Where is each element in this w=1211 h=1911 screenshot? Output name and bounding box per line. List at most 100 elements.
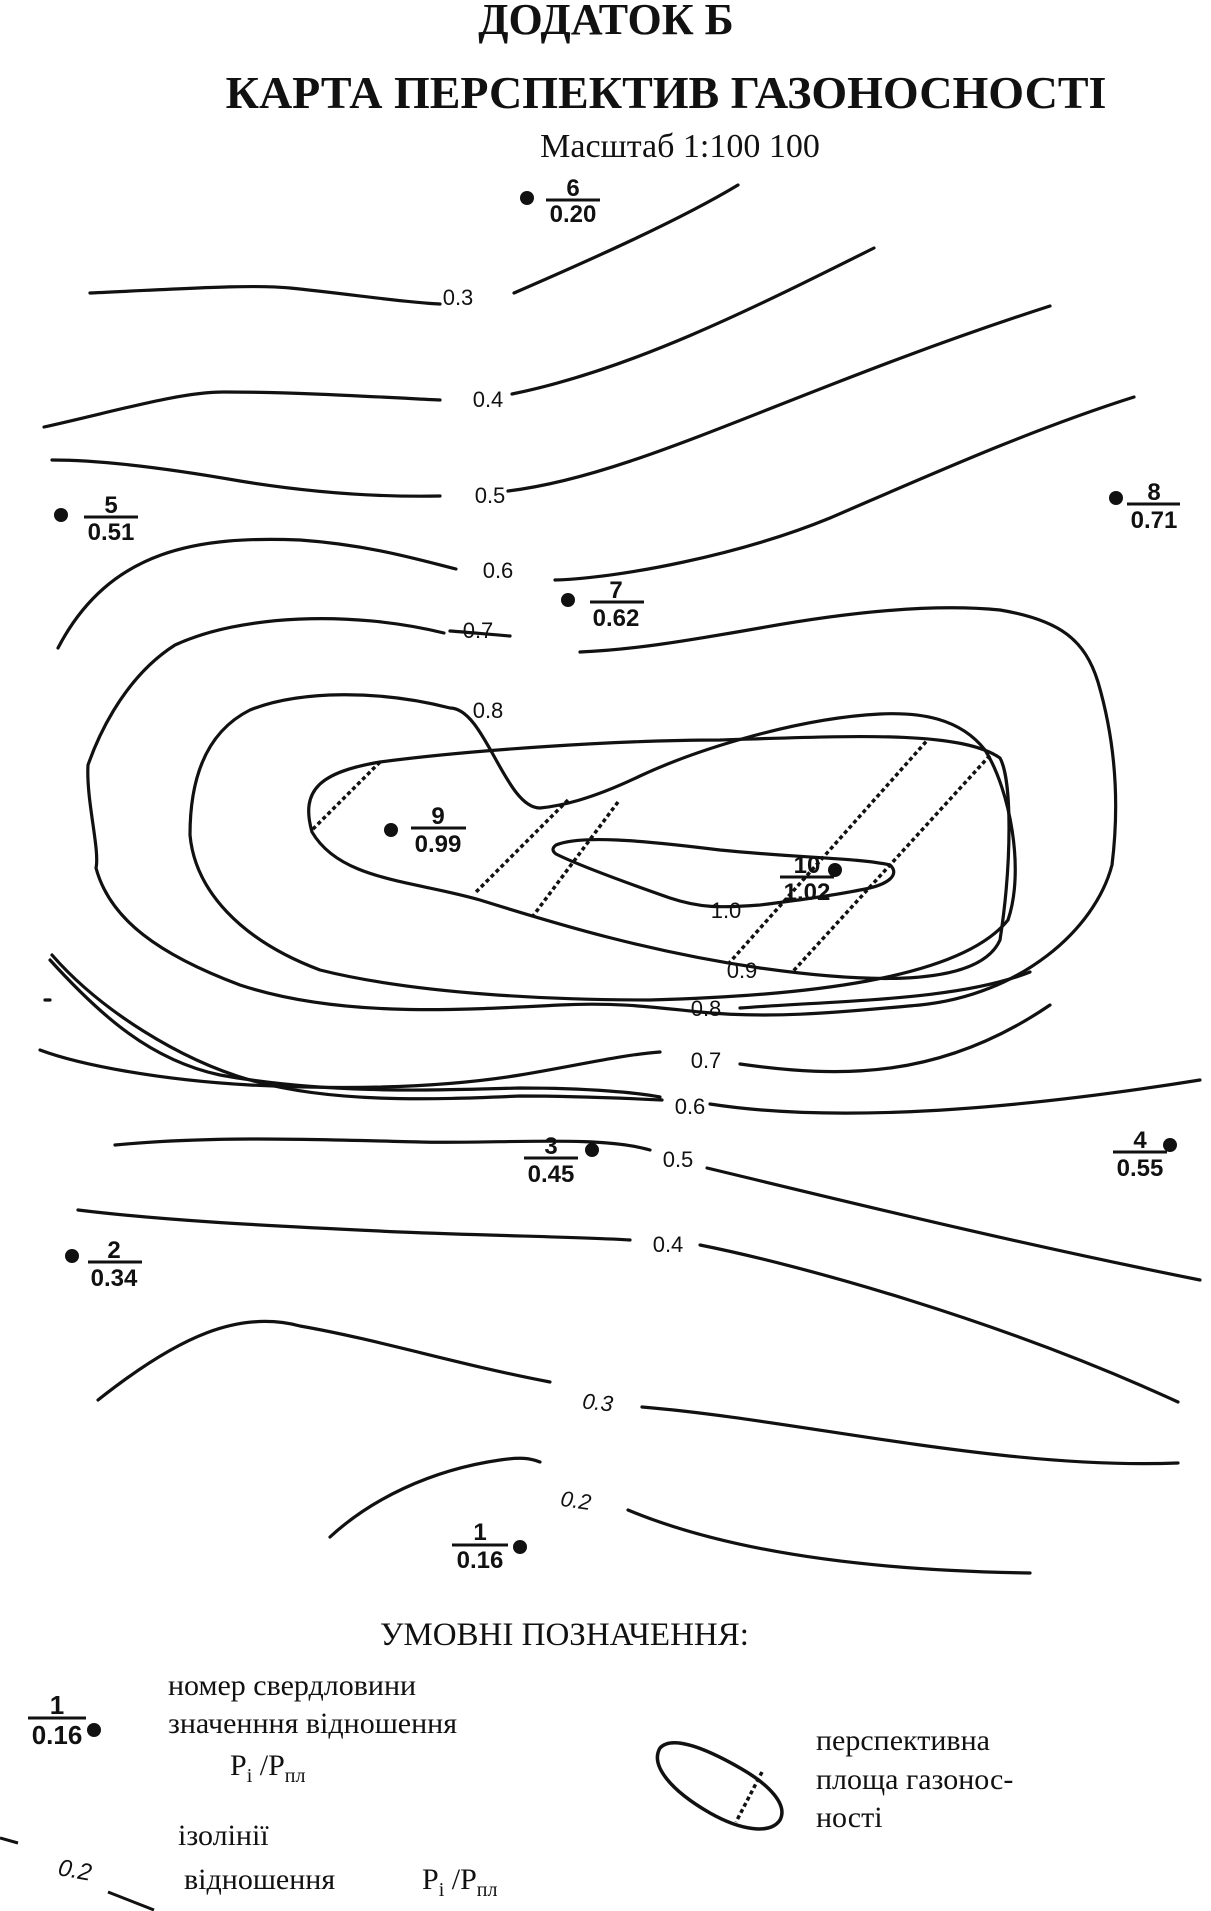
isoline-0.6-top — [553, 395, 1136, 582]
well-10: 10 1.02 — [780, 852, 842, 906]
well-number: 4 — [1133, 1127, 1147, 1154]
well-value: 1.02 — [784, 879, 831, 906]
well-number: 3 — [544, 1133, 557, 1160]
isoline-label: 0.3 — [443, 285, 474, 310]
well-number: 6 — [566, 175, 579, 202]
isoline-0.5-bottom-right — [705, 1166, 1202, 1282]
well-3: 3 0.45 — [524, 1133, 599, 1188]
well-4: 4 0.55 — [1113, 1127, 1177, 1182]
well-dot — [384, 823, 398, 837]
isoline-0.7-closed — [86, 606, 1118, 1017]
isoline-0.3-bottom-right — [640, 1405, 1180, 1466]
isoline-label: 0.2 — [559, 1486, 593, 1515]
well-dot — [561, 593, 575, 607]
legend-isoline-line1: ізолінії — [178, 1819, 269, 1852]
isoline-0.6-bottom-right — [708, 1078, 1202, 1115]
well-number: 7 — [609, 577, 622, 604]
well-value: 0.16 — [457, 1547, 504, 1574]
legend-isoline-line2: відношення — [184, 1863, 336, 1896]
well-value: 0.99 — [415, 831, 462, 858]
well-number: 1 — [50, 1690, 64, 1720]
isoline-label: 0.6 — [483, 558, 514, 583]
well-9: 9 0.99 — [384, 803, 466, 858]
legend-area-symbol — [655, 1741, 784, 1831]
isoline-0.5-top — [50, 458, 442, 498]
legend-area-line2: площа газонос- — [816, 1763, 1014, 1796]
isoline-0.7-bottom — [38, 1048, 662, 1090]
isoline-0.6-top-left — [56, 537, 458, 650]
prospective-area-hatching — [308, 736, 1006, 979]
isolines — [38, 183, 1202, 1575]
legend-well-line2: значенння відношення — [168, 1707, 458, 1740]
isoline-sample-label: 0.2 — [56, 1854, 94, 1886]
isoline-label: 0.8 — [691, 996, 722, 1021]
legend-ratio-formula: Pi /Pпл — [230, 1749, 306, 1787]
well-8: 8 0.71 — [1109, 479, 1180, 534]
well-value: 0.51 — [88, 519, 135, 546]
isoline-0.3-top-right — [512, 183, 740, 295]
legend-well-line1: номер свердловини — [168, 1669, 417, 1702]
isoline-label: 0.9 — [727, 958, 758, 983]
well-value: 0.62 — [593, 605, 640, 632]
isoline-0.2-right — [626, 1508, 1032, 1575]
isoline-0.4-bottom-right — [698, 1243, 1180, 1404]
well-value: 0.45 — [528, 1161, 575, 1188]
well-number: 10 — [794, 852, 821, 879]
legend-isoline-formula: Pi /Pпл — [422, 1863, 498, 1901]
well-1: 1 0.16 — [452, 1519, 527, 1574]
isoline-0.4-bottom — [76, 1208, 632, 1242]
isoline-0.6-bottom — [50, 953, 664, 1102]
well-number: 8 — [1147, 479, 1160, 506]
well-number: 9 — [431, 803, 444, 830]
well-number: 2 — [107, 1237, 120, 1264]
well-value: 0.34 — [91, 1265, 138, 1292]
isoline-0.7-right-gap — [448, 629, 512, 638]
isoline-0.5-bottom — [113, 1137, 652, 1152]
isoline-0.9 — [307, 734, 1011, 981]
well-dot — [585, 1143, 599, 1157]
well-value: 0.55 — [1117, 1155, 1164, 1182]
isoline-label: 0.4 — [653, 1232, 684, 1257]
well-number: 1 — [473, 1519, 486, 1546]
well-value: 0.71 — [1131, 507, 1178, 534]
isoline-0.3-top — [88, 284, 442, 306]
isoline-0.4-top — [42, 390, 442, 429]
isoline-0.4-top-right — [510, 246, 876, 396]
isoline-labels: 0.3 0.4 0.5 0.6 0.7 0.8 0.9 1.0 0.8 0.7 … — [443, 285, 758, 1515]
isoline-0.7-bottom-right — [738, 1003, 1052, 1074]
well-value: 0.20 — [550, 201, 597, 228]
well-dot — [1163, 1138, 1177, 1152]
legend-symbols: 1 0.16 0.2 — [0, 1690, 784, 1911]
legend-area-line3: ності — [816, 1801, 883, 1834]
well-dot — [828, 863, 842, 877]
well-number: 5 — [104, 492, 117, 519]
wells: 6 0.20 5 0.51 8 0.71 7 — [54, 175, 1180, 1574]
isoline-0.3-bottom — [96, 1319, 552, 1402]
isoline-label: 0.8 — [473, 698, 504, 723]
well-2: 2 0.34 — [65, 1237, 142, 1292]
isoline-label: 0.7 — [463, 618, 494, 643]
isoline-label: 0.5 — [663, 1147, 694, 1172]
scale-label: Масштаб 1:100 100 — [540, 128, 820, 165]
legend-well-symbol: 1 0.16 — [28, 1690, 101, 1750]
well-dot — [513, 1540, 527, 1554]
isoline-label: 0.7 — [691, 1048, 722, 1073]
isoline-label: 0.3 — [581, 1388, 615, 1416]
isoline-label: 0.6 — [675, 1094, 706, 1119]
well-dot — [520, 191, 534, 205]
legend-heading: УМОВНІ ПОЗНАЧЕННЯ: — [380, 1617, 749, 1653]
legend-area-line1: перспективна — [816, 1724, 990, 1757]
well-5: 5 0.51 — [54, 492, 138, 546]
well-value: 0.16 — [32, 1720, 83, 1750]
isoline-label: 1.0 — [711, 898, 742, 923]
isoline-0.2 — [328, 1456, 542, 1539]
isoline-label: 0.4 — [473, 387, 504, 412]
legend-isoline-symbol: 0.2 — [0, 1836, 155, 1911]
isoline-0.8-bottom-right — [738, 970, 1032, 1010]
isoline-0.8-closed — [188, 693, 1017, 1002]
isoline-1.0 — [551, 837, 896, 909]
well-dot — [54, 508, 68, 522]
well-dot — [1109, 491, 1123, 505]
